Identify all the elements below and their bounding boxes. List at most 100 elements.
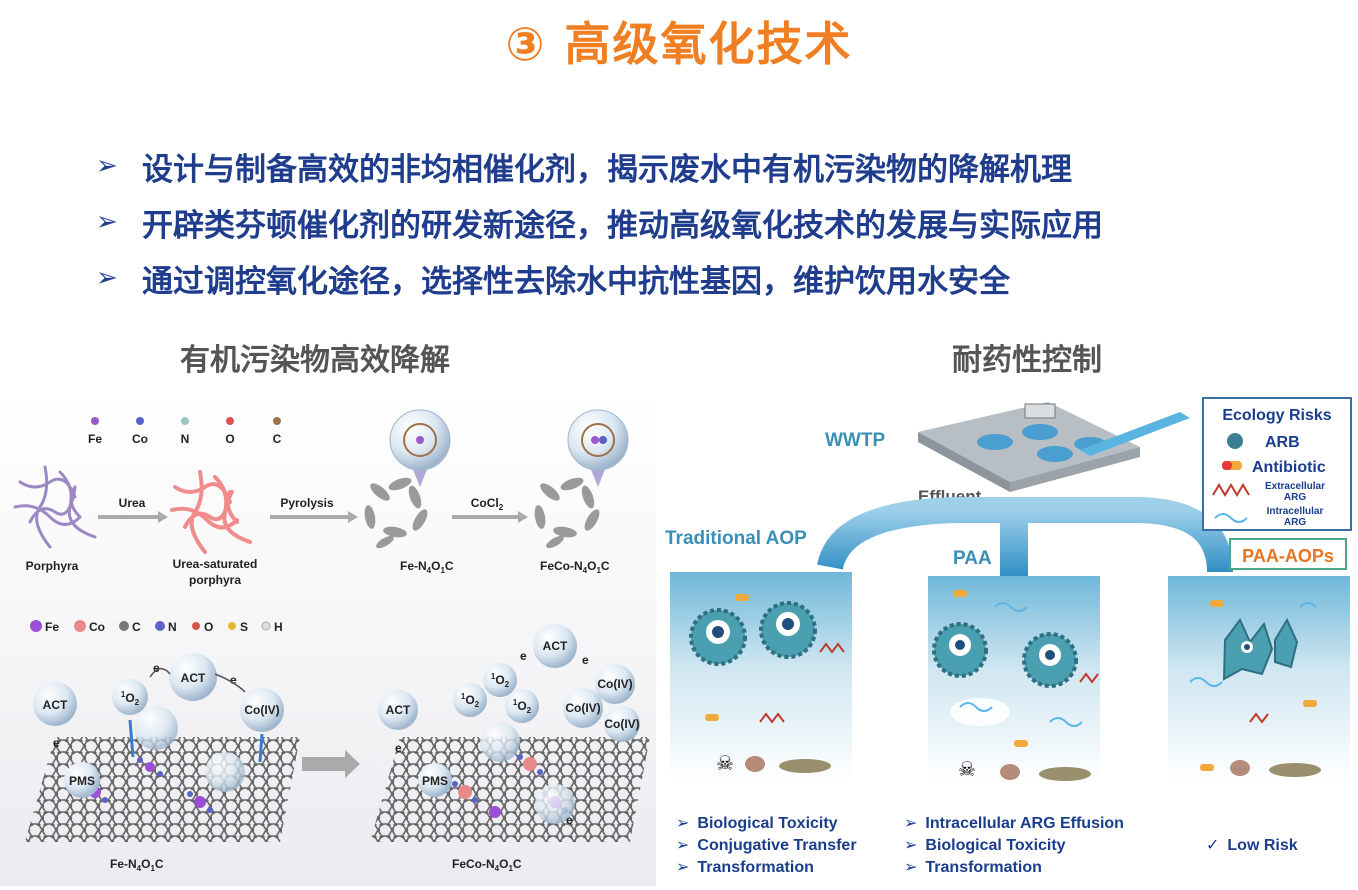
fe-atom — [416, 436, 424, 444]
urea-porphyra-icon — [170, 470, 252, 554]
up-arrow — [128, 719, 135, 758]
step-pyrolysis: Pyrolysis — [280, 496, 334, 510]
co-atom — [599, 436, 607, 444]
stage-urea-saturated: Urea-saturated — [173, 557, 258, 571]
up-arrow — [258, 733, 264, 763]
legend-antibiotic: Antibiotic — [1252, 459, 1326, 476]
electron-label: e — [582, 653, 589, 667]
pms-label: PMS — [69, 774, 95, 788]
zoom-pointer — [590, 467, 606, 487]
fe-site — [489, 806, 501, 818]
risk-item: ➢Conjugative Transfer — [676, 837, 857, 854]
legend-intracellular: Intracellular — [1267, 506, 1324, 517]
right-figure-title: 耐药性控制 — [952, 343, 1102, 378]
ecology-risks-title: Ecology Risks — [1222, 407, 1331, 424]
label-feco-n4o1c: FeCo-N4O1C — [452, 857, 522, 873]
arb-bacteria-icon — [932, 622, 1078, 688]
resistance-diagram: WWTP Effluent Traditional AOP PAA Ecolog… — [665, 397, 1352, 876]
reaction-bubble — [535, 784, 575, 824]
antibiotic-pill-icon — [1303, 700, 1317, 707]
feco-flakes-icon — [534, 477, 600, 549]
bullet-text: 设计与制备高效的非均相催化剂，揭示废水中有机污染物的降解机理 — [142, 151, 1072, 188]
singlet-oxygen-label: 1O2 — [461, 692, 480, 709]
act-label: ACT — [386, 703, 411, 717]
risk-item: ➢Intracellular ARG Effusion — [904, 815, 1124, 832]
electron-label: e — [230, 673, 237, 687]
bullet-arrow-icon: ➢ — [96, 207, 118, 237]
antibiotic-pill-icon — [705, 714, 719, 721]
resistance-control-figure: WWTP Effluent Traditional AOP PAA Ecolog… — [660, 392, 1358, 886]
stage-fe-n4o1c: Fe-N4O1C — [400, 559, 454, 575]
electron-label: e — [395, 741, 402, 755]
step-cocl2: CoCl2 — [471, 496, 504, 512]
co-iv-bubble — [604, 706, 640, 742]
intracellular-arg-icon — [1189, 677, 1223, 687]
arg-strand-icon — [819, 642, 845, 654]
singlet-oxygen-bubble — [483, 663, 517, 697]
legend-n-dot — [155, 621, 165, 631]
shrimp-icon — [1230, 760, 1250, 776]
paa-label: PAA — [953, 548, 992, 569]
electron-label: e — [520, 649, 527, 663]
paa-aops-label: PAA-AOPs — [1242, 546, 1334, 566]
intracellular-arg-icon — [994, 602, 1028, 612]
released-arg-cloud — [950, 698, 1010, 726]
legend-c: C — [132, 620, 141, 634]
extracellular-arg-icon — [1212, 483, 1250, 497]
risk-item: ✓Low Risk — [1206, 837, 1298, 854]
fish-icon — [1039, 767, 1091, 781]
antibiotic-pill-icon — [735, 594, 749, 601]
bullet-text: 开辟类芬顿催化剂的研发新途径，推动高级氧化技术的发展与实际应用 — [142, 207, 1103, 244]
left-figure-title: 有机污染物高效降解 — [180, 343, 450, 378]
act-bubble — [533, 624, 577, 668]
act-label: ACT — [543, 639, 568, 653]
intracellular-arg-icon — [1214, 513, 1248, 523]
fish-icon — [1269, 763, 1321, 777]
fe-site — [145, 762, 155, 772]
intracellular-arg-icon — [1049, 717, 1083, 727]
legend-n: N — [168, 620, 177, 634]
act-label: ACT — [181, 671, 206, 685]
co-iv-label: Co(IV) — [604, 717, 639, 731]
arg-strand-icon — [1249, 712, 1269, 724]
bullet-item: ➢ 开辟类芬顿催化剂的研发新途径，推动高级氧化技术的发展与实际应用 — [96, 194, 1326, 250]
electron-label: e — [566, 813, 573, 827]
degradation-diagram: Fe Co N O C Porphyra Urea Urea-saturated… — [13, 409, 650, 873]
risk-item: ➢Transformation — [676, 859, 814, 876]
traditional-aop-label: Traditional AOP — [665, 528, 807, 549]
singlet-oxygen-bubble — [505, 689, 539, 723]
co-iv-label: Co(IV) — [597, 677, 632, 691]
legend-extracellular: Extracellular — [1265, 481, 1325, 492]
legend-s: S — [240, 620, 248, 634]
legend-co-dot — [136, 417, 144, 425]
act-bubble — [378, 690, 418, 730]
shrimp-icon — [745, 756, 765, 772]
legend-arg: ARG — [1284, 492, 1306, 503]
stage-porphyra: Porphyra — [26, 559, 79, 573]
reaction-bubble — [134, 706, 178, 750]
porphyra-icon — [13, 465, 97, 549]
fe-graphene-sheet — [25, 737, 300, 842]
stage-porphyra-2: porphyra — [189, 573, 241, 587]
legend-h-dot — [261, 621, 271, 631]
co-iv-label: Co(IV) — [565, 701, 600, 715]
legend-arb: ARB — [1265, 434, 1300, 451]
wwtp-plant-icon — [918, 402, 1190, 492]
degradation-figure: Fe Co N O C Porphyra Urea Urea-saturated… — [0, 392, 656, 886]
electron-label: e — [53, 736, 60, 750]
traditional-aop-tank — [670, 572, 852, 782]
risk-item: ➢Biological Toxicity — [676, 815, 838, 832]
n-sites — [82, 757, 213, 813]
legend-co: Co — [89, 620, 105, 634]
bullet-item: ➢设计与制备高效的非均相催化剂，揭示废水中有机污染物的降解机理 — [96, 138, 1326, 194]
reaction-bubble — [480, 722, 520, 762]
effluent-pipe — [817, 497, 1233, 573]
singlet-oxygen-bubble — [112, 679, 148, 715]
legend-o-dot — [192, 622, 200, 630]
legend-arg-2: ARG — [1284, 517, 1306, 528]
step-urea: Urea — [119, 496, 146, 510]
antibiotic-pill-icon — [1014, 740, 1028, 747]
pms-bubble — [64, 762, 100, 798]
risk-item: ➢Transformation — [904, 859, 1042, 876]
arg-strand-icon — [759, 712, 785, 724]
